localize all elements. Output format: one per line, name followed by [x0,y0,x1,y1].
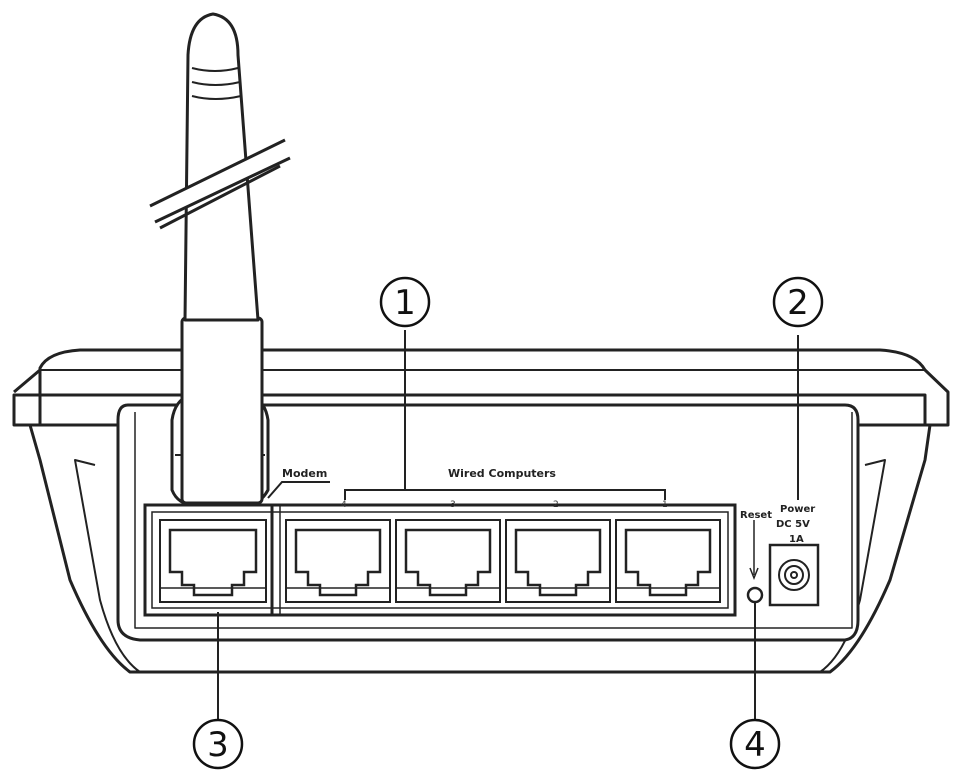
reset-button [746,520,764,604]
power-voltage-label: DC 5V [776,519,810,530]
svg-text:4: 4 [744,725,766,765]
lan-port-4 [285,519,391,603]
wired-computers-bracket [344,330,666,500]
callout-3: 3 [192,718,244,770]
wired-computers-label: Wired Computers [448,467,556,480]
modem-port [159,519,267,603]
svg-text:1: 1 [394,283,416,323]
callout-4: 4 [729,718,781,770]
lan-port-1 [615,519,721,603]
power-label: Power [780,504,815,515]
port-number-1: 1 [662,500,668,510]
lan-ports [285,519,721,603]
power-jack [768,543,820,607]
modem-label: Modem [282,467,327,480]
callout-2: 2 [772,276,824,328]
callout-1: 1 [379,276,431,328]
port-number-2: 2 [553,500,559,510]
antenna-icon [149,12,291,507]
port-number-3: 3 [450,500,456,510]
lan-port-2 [505,519,611,603]
svg-text:2: 2 [787,283,809,323]
svg-text:3: 3 [207,725,229,765]
lan-port-3 [395,519,501,603]
port-number-4: 4 [341,500,347,510]
power-current-label: 1A [789,534,804,545]
reset-label: Reset [740,510,772,521]
leader-lines [217,335,799,722]
